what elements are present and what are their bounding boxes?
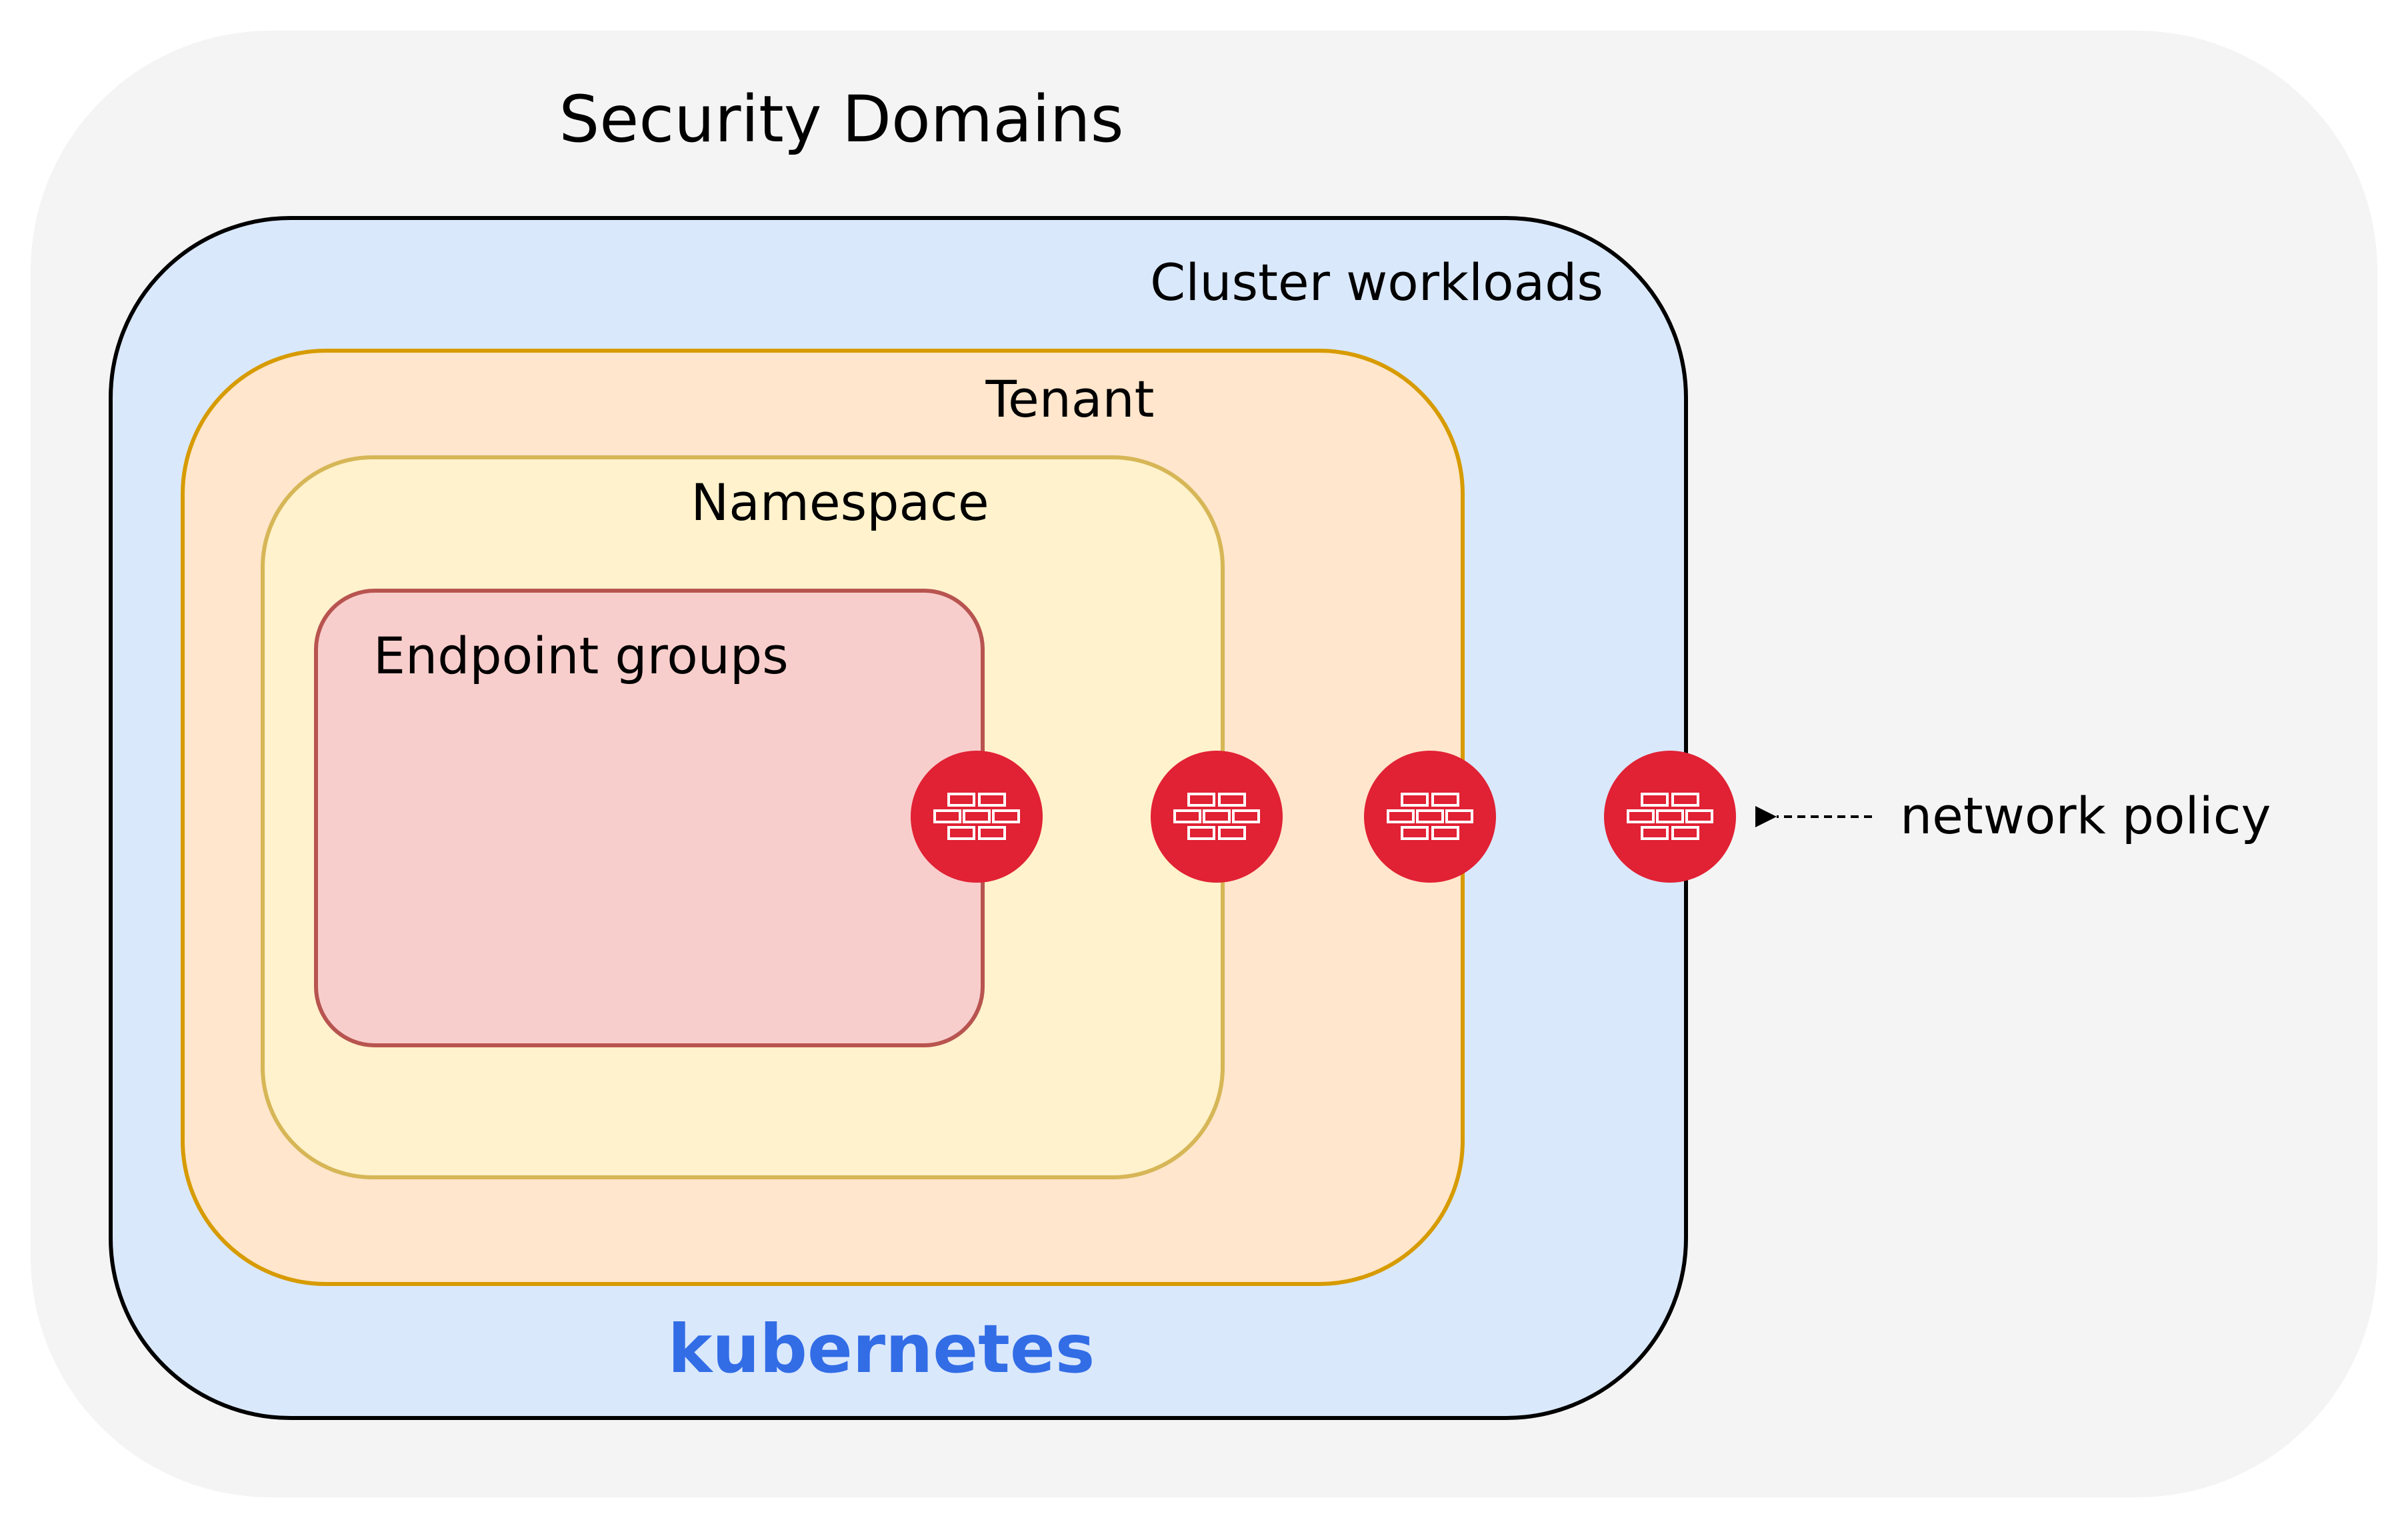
firewall-icon [1603,749,1737,884]
namespace-label: Namespace [691,473,989,532]
firewall-icon [909,749,1044,884]
tenant-label: Tenant [985,369,1155,429]
firewall-icon [1363,749,1497,884]
firewall-icon [1149,749,1284,884]
cluster-workloads-label: Cluster workloads [1150,253,1603,312]
diagram-title: Security Domains [559,82,1123,157]
network-policy-label: network policy [1900,786,2271,845]
kubernetes-logo: kubernetes [668,1310,1095,1388]
endpoint-groups-label: Endpoint groups [373,626,789,685]
